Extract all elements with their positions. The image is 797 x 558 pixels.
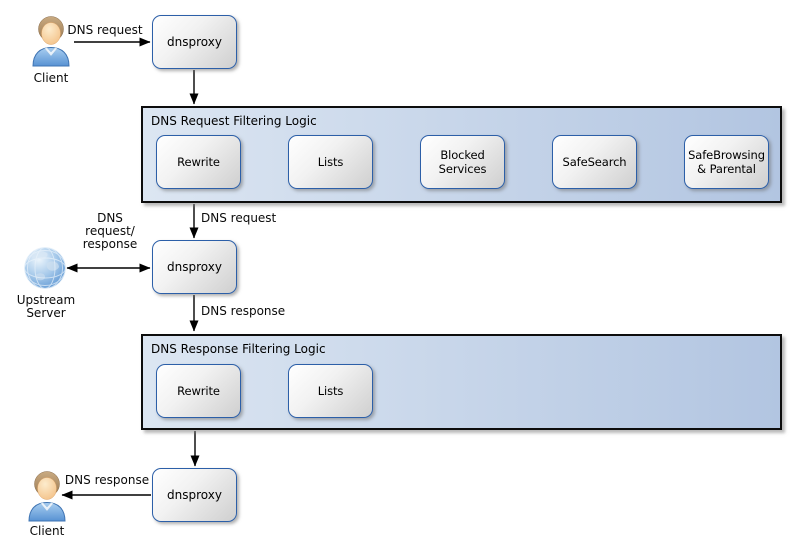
edge-label-client-response: DNS response [64, 473, 150, 487]
client-bottom-label: Client [29, 524, 65, 538]
edge-label-filtered-request: DNS request [201, 211, 277, 225]
response-filtering-title: DNS Response Filtering Logic [151, 342, 326, 356]
upstream-server-label: Upstream Server [16, 293, 76, 320]
step-rewrite-response: Rewrite [156, 364, 241, 418]
request-filtering-title: DNS Request Filtering Logic [151, 114, 317, 128]
user-icon [26, 470, 68, 526]
dnsproxy-node-middle: dnsproxy [152, 240, 237, 294]
edge-label-client-request: DNS request [67, 23, 143, 37]
step-safebrowsing: SafeBrowsing & Parental [684, 135, 769, 189]
client-top-label: Client [33, 71, 69, 85]
step-rewrite-request: Rewrite [156, 135, 241, 189]
step-safesearch: SafeSearch [552, 135, 637, 189]
response-filtering-container: DNS Response Filtering Logic Rewrite Lis… [141, 334, 782, 430]
edge-label-proxy-response: DNS response [201, 304, 286, 318]
dnsproxy-node-bottom: dnsproxy [152, 468, 237, 522]
user-icon [30, 15, 72, 71]
dnsproxy-node-top: dnsproxy [152, 15, 237, 69]
step-lists-response: Lists [288, 364, 373, 418]
step-lists-request: Lists [288, 135, 373, 189]
request-filtering-container: DNS Request Filtering Logic Rewrite List… [141, 106, 782, 203]
step-blocked-services: Blocked Services [420, 135, 505, 189]
edge-label-upstream-exchange: DNS request/ response [82, 211, 138, 251]
globe-icon [23, 246, 67, 294]
